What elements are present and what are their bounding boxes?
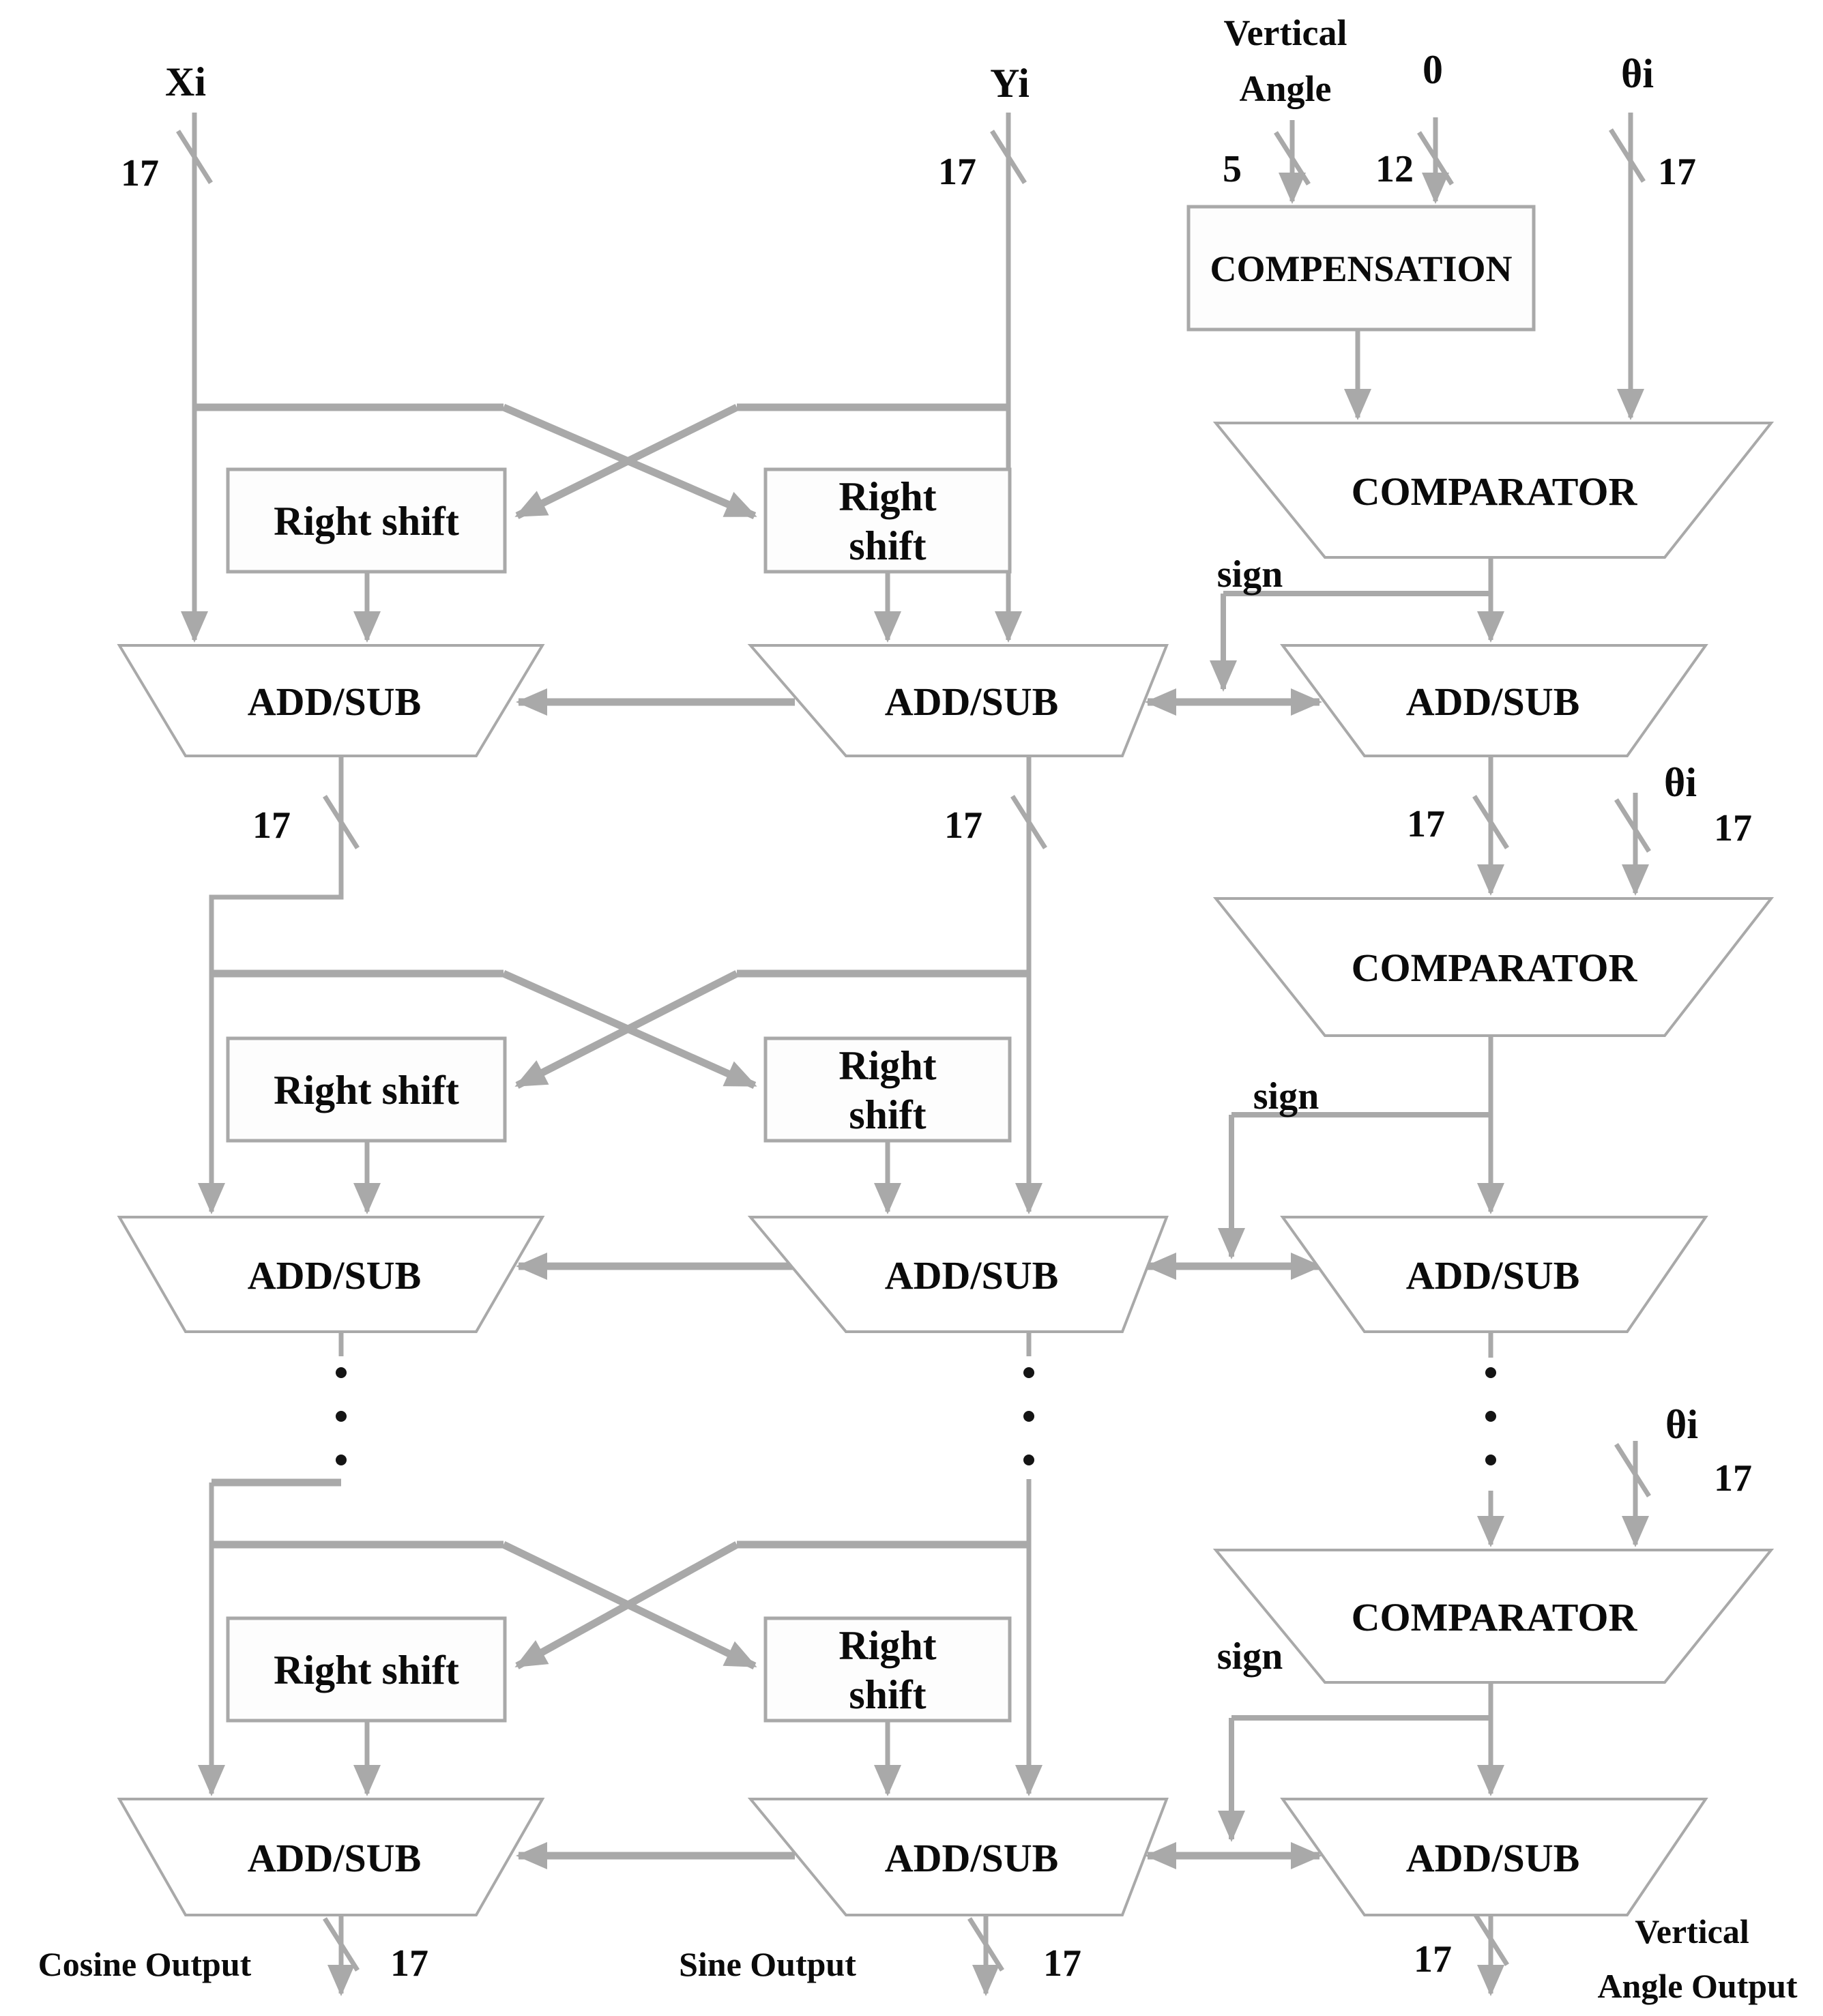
right-shift1-y-block [763, 467, 1012, 574]
add-sub1-y-label: ADD/SUB [885, 680, 1059, 724]
right-shift2-x-label: Right shift [274, 1068, 459, 1113]
add-sub3-y-label: ADD/SUB [885, 1836, 1059, 1880]
right-shift1-x-label: Right shift [274, 499, 459, 544]
vertical-angle-output-label-line2: Angle Output [1597, 1967, 1797, 2005]
vertical-angle-output-width-label: 17 [1414, 1938, 1452, 1981]
compensation-label: COMPENSATION [1210, 248, 1512, 289]
stage1-y-width-label: 17 [944, 804, 982, 847]
add-sub2-y-label: ADD/SUB [885, 1253, 1059, 1298]
add-sub2-y-block [747, 1216, 1169, 1333]
add-sub3-x-block [117, 1798, 545, 1916]
vertical-angle-label-line1: Vertical [1224, 12, 1347, 53]
block-shapes [117, 205, 1775, 1916]
theta2-width-label: 17 [1714, 807, 1752, 849]
right-shift2-x-block [226, 1036, 507, 1143]
sine-output-label: Sine Output [679, 1945, 856, 1983]
comparator1-block [1212, 422, 1775, 559]
add-sub1-angle-label: ADD/SUB [1406, 680, 1580, 724]
xi-label: Xi [165, 59, 206, 104]
sign3-label: sign [1217, 1635, 1283, 1678]
yi-width-label: 17 [938, 151, 976, 193]
vertical-angle-width-label: 5 [1223, 148, 1242, 190]
cosine-output-width-label: 17 [390, 1942, 428, 1985]
right-shift1-y-label-line1: Right [838, 474, 936, 519]
comparator3-label: COMPARATOR [1352, 1595, 1638, 1639]
zero-width-label: 12 [1375, 148, 1414, 190]
continuation-dots [336, 1367, 1496, 1465]
theta3-width-label: 17 [1714, 1457, 1752, 1500]
add-sub2-x-label: ADD/SUB [248, 1253, 422, 1298]
sign1-label: sign [1217, 553, 1283, 596]
right-shift3-y-label-line2: shift [849, 1672, 926, 1717]
comparator2-block [1212, 897, 1775, 1037]
theta1-label: θi [1621, 51, 1654, 96]
comparator3-block [1212, 1549, 1775, 1684]
right-shift3-x-block [226, 1616, 507, 1723]
add-sub1-x-block [117, 644, 545, 757]
right-shift1-x-block [226, 467, 507, 574]
vertical-angle-output-label-line1: Vertical [1635, 1912, 1749, 1951]
sign2-label: sign [1253, 1075, 1319, 1117]
comparator1-label: COMPARATOR [1352, 469, 1638, 514]
right-shift3-y-block [763, 1616, 1012, 1723]
theta1-width-label: 17 [1658, 151, 1696, 193]
theta2-label: θi [1664, 760, 1697, 805]
add-sub1-x-label: ADD/SUB [248, 680, 422, 724]
yi-label: Yi [990, 61, 1030, 106]
add-sub3-angle-label: ADD/SUB [1406, 1836, 1580, 1880]
right-shift2-y-label-line2: shift [849, 1092, 926, 1137]
crossover3-y-diagonal [514, 1541, 739, 1669]
crossover1-y-diagonal [514, 404, 739, 519]
right-shift2-y-label-line1: Right [838, 1043, 936, 1088]
add-sub1-y-block [747, 644, 1169, 757]
right-shift2-y-block [763, 1036, 1012, 1143]
continuation-dots-right [1485, 1367, 1496, 1465]
crossover2-y-diagonal [514, 970, 739, 1089]
vertical-angle-label-line2: Angle [1240, 68, 1332, 109]
right-shift1-y-label-line2: shift [849, 523, 926, 568]
cosine-output-label: Cosine Output [38, 1945, 252, 1983]
continuation-dots-middle [1023, 1367, 1034, 1465]
add-sub3-angle-block [1280, 1798, 1708, 1916]
stage1-angle-width-label: 17 [1407, 803, 1445, 845]
xi-width-label: 17 [121, 152, 159, 194]
stage1-x-width-label: 17 [252, 804, 291, 847]
right-shift3-x-label: Right shift [274, 1648, 459, 1693]
add-sub2-angle-block [1280, 1216, 1708, 1333]
sine-output-width-label: 17 [1043, 1942, 1081, 1985]
add-sub2-angle-label: ADD/SUB [1406, 1253, 1580, 1298]
zero-label: 0 [1423, 47, 1443, 92]
right-shift3-y-label-line1: Right [838, 1623, 936, 1668]
continuation-dots-left [336, 1367, 347, 1465]
add-sub3-x-label: ADD/SUB [248, 1836, 422, 1880]
theta3-label: θi [1665, 1402, 1698, 1447]
add-sub2-x-block [117, 1216, 545, 1333]
comparator2-label: COMPARATOR [1352, 946, 1638, 990]
add-sub1-angle-block [1280, 644, 1708, 757]
add-sub3-y-block [747, 1798, 1169, 1916]
compensation-block [1186, 205, 1536, 332]
text-labels: Xi 17 Yi 17 Vertical Angle 5 0 12 θi 17 … [38, 12, 1798, 2005]
